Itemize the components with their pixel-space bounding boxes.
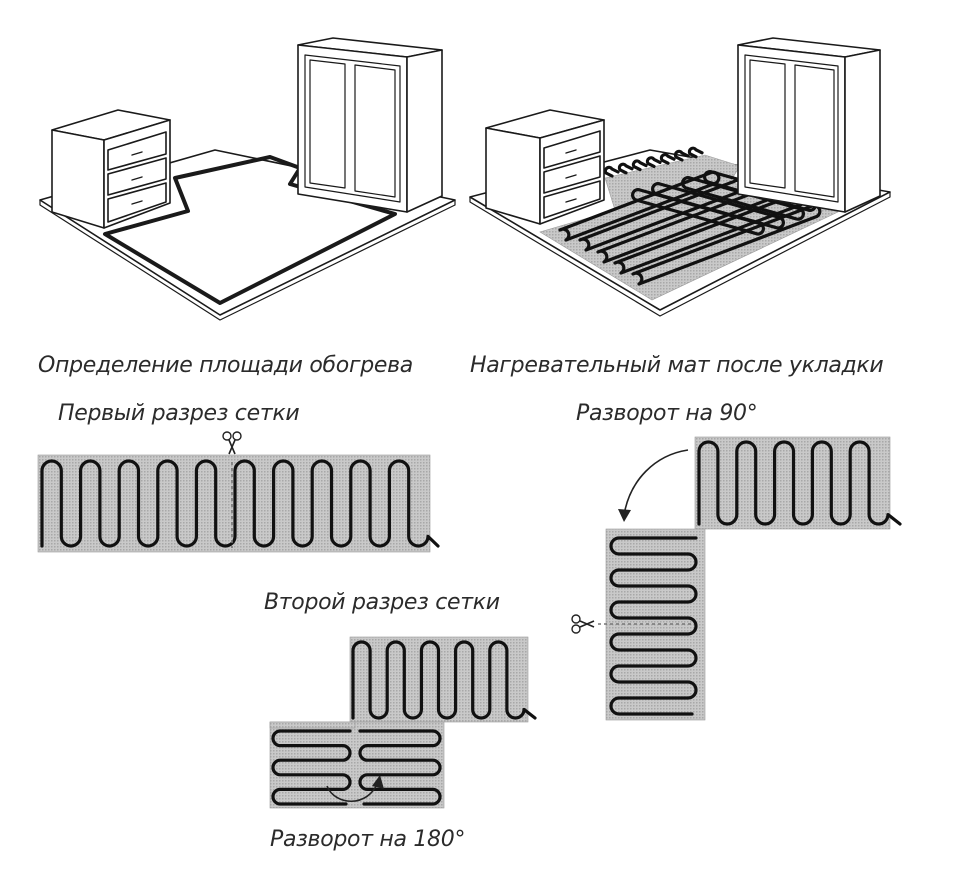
caption-area-definition: Определение площади обогрева <box>38 353 413 378</box>
mat-first-cut <box>37 431 440 553</box>
nightstand <box>485 109 605 225</box>
mat-second-cut <box>269 636 537 809</box>
caption-mat-after-laying: Нагревательный мат после укладки <box>470 353 883 378</box>
wardrobe <box>297 37 443 213</box>
caption-first-cut: Первый разрез сетки <box>58 401 299 426</box>
caption-rotation-180: Разворот на 180° <box>270 827 465 852</box>
wardrobe <box>737 37 881 213</box>
scissors-icon <box>571 614 595 634</box>
heating-cable <box>40 459 440 548</box>
room-area-definition-illustration <box>39 37 456 321</box>
curved-arrow-icon <box>326 775 384 803</box>
heating-cable <box>609 440 902 716</box>
heating-cable <box>271 640 537 806</box>
caption-rotation-90: Разворот на 90° <box>576 401 757 426</box>
nightstand <box>51 109 171 229</box>
scissors-icon <box>222 431 242 455</box>
caption-second-cut: Второй разрез сетки <box>264 590 500 615</box>
mat-rotation-90 <box>571 436 902 721</box>
room-mat-laid-illustration <box>469 37 891 317</box>
curved-arrow-icon <box>618 449 689 522</box>
